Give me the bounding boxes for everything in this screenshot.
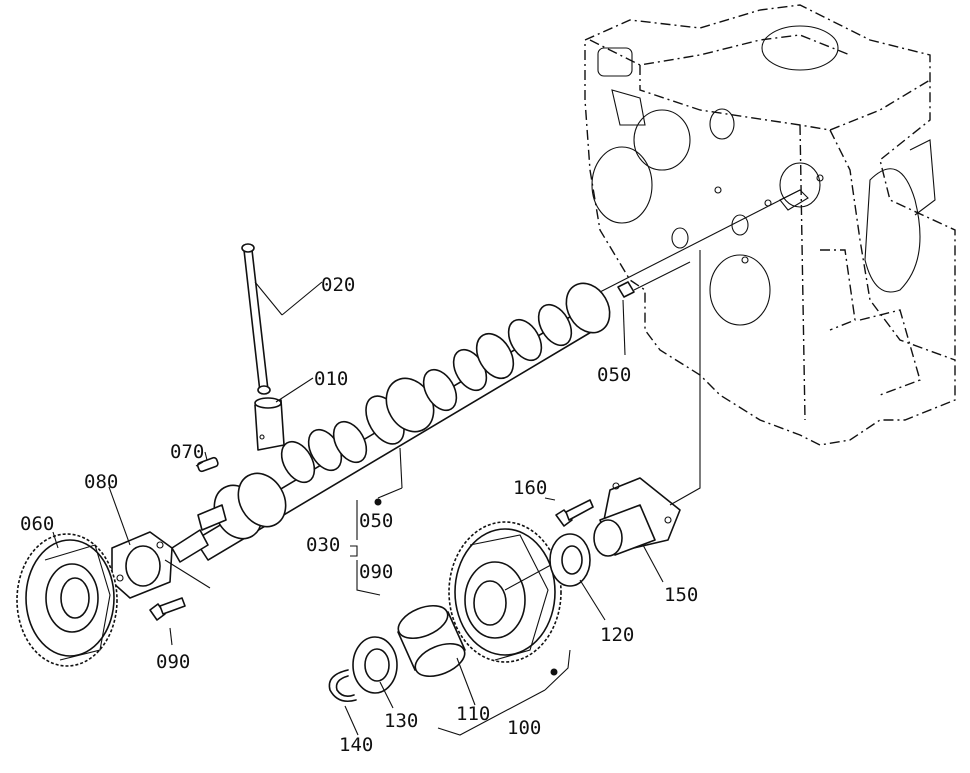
engine-block: [584, 4, 956, 446]
callout-120: 120: [600, 624, 634, 646]
idle-gear-shaft: [593, 477, 681, 557]
idle-gear-washer: [549, 533, 591, 587]
plug: [617, 261, 691, 298]
callout-160: 160: [513, 477, 547, 499]
callout-100: 100: [507, 717, 541, 739]
woodruff-key: [196, 456, 219, 473]
callout-numbers: 020 010 070 080 060 090 050 050 030 090 …: [20, 274, 698, 756]
callout-080: 080: [84, 471, 118, 493]
callout-090-group: 090: [359, 561, 393, 583]
leader-lines: [52, 250, 701, 736]
thrust-plate: [111, 531, 211, 599]
callout-130: 130: [384, 710, 418, 732]
callout-090-bolt: 090: [156, 651, 190, 673]
idle-gear-collar: [352, 636, 398, 694]
callout-150: 150: [664, 584, 698, 606]
callout-050-plug: 050: [597, 364, 631, 386]
camshaft: [171, 189, 801, 563]
callout-030: 030: [306, 534, 340, 556]
callout-140: 140: [339, 734, 373, 756]
idle-gear-bushing: [397, 604, 466, 678]
plate-bolt: [149, 597, 186, 621]
idle-gear: [448, 521, 562, 663]
circlip: [328, 669, 357, 703]
callout-050-group: 050: [359, 510, 393, 532]
callout-010: 010: [314, 368, 348, 390]
callout-020: 020: [321, 274, 355, 296]
push-rod: [241, 243, 271, 395]
callout-060: 060: [20, 513, 54, 535]
shaft-bolt: [555, 499, 594, 527]
camshaft-gear: [16, 533, 118, 667]
callout-110: 110: [456, 703, 490, 725]
tappet: [254, 397, 285, 451]
callout-070: 070: [170, 441, 204, 463]
